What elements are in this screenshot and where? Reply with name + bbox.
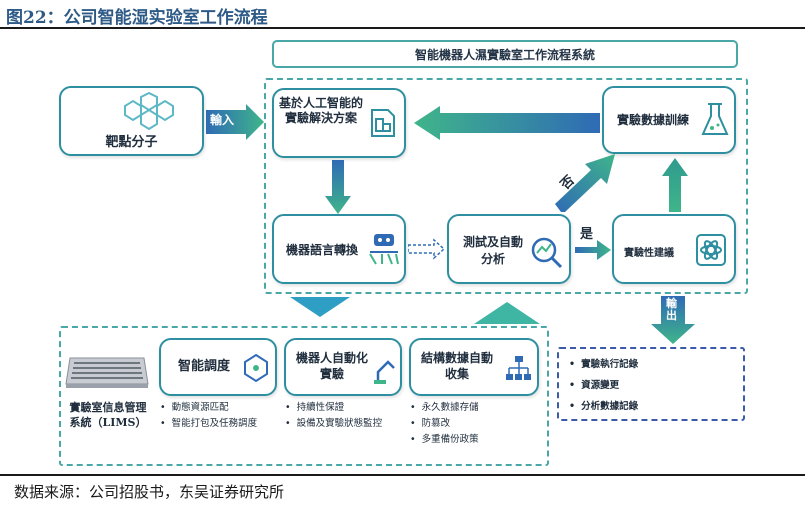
input-label: 輸入 — [210, 113, 235, 127]
data-training-label: 實驗數據訓練 — [616, 113, 689, 127]
bullet-item: 設備及實驗狀態監控 — [285, 416, 383, 432]
workflow-container — [264, 78, 748, 294]
down-arrow — [325, 160, 351, 214]
module-bullets: 永久數據存儲 防篡改 多重備份政策 — [410, 400, 479, 448]
module-title: 結構數據自動收集 — [420, 351, 493, 381]
dashed-arrow — [408, 238, 446, 260]
module-title: 智能調度 — [177, 359, 230, 374]
up-triangle — [474, 302, 540, 324]
module-robotics: 機器人自動化實驗 — [284, 338, 402, 396]
ai-plan-label: 基於人工智能的實驗解決方案 — [278, 96, 363, 125]
output-item: 分析數據記錄 — [569, 396, 638, 417]
lims-label: 實驗室信息管理系統（LIMS） — [69, 401, 147, 429]
molecule-label: 靶點分子 — [105, 135, 158, 150]
magnifier-chart-icon — [531, 237, 563, 269]
figure-title: 图22：公司智能湿实验室工作流程 — [6, 8, 268, 28]
yes-arrow — [575, 240, 611, 260]
suggestion-node: 實驗性建議 — [612, 214, 736, 284]
ai-plan-node: 基於人工智能的實驗解決方案 — [272, 88, 406, 158]
suggestion-label: 實驗性建議 — [624, 248, 674, 259]
up-arrow — [662, 158, 688, 212]
output-list: 實驗執行記錄 資源變更 分析數據記錄 — [569, 354, 638, 417]
output-arrow — [651, 296, 695, 344]
module-bullets: 動態資源匹配 智能打包及任務調度 — [160, 400, 258, 432]
lims-device-icon — [65, 357, 149, 388]
bottom-rule — [0, 474, 805, 476]
output-item: 資源變更 — [569, 375, 638, 396]
yes-label: 是 — [580, 227, 594, 242]
bullet-item: 永久數據存儲 — [410, 400, 479, 416]
robot-icon — [369, 234, 399, 265]
input-arrow — [206, 104, 264, 140]
module-data-collection: 結構數據自動收集 — [409, 338, 539, 396]
bullet-item: 防篡改 — [410, 416, 479, 432]
molecule-icon — [124, 92, 174, 131]
output-box: 實驗執行記錄 資源變更 分析數據記錄 — [557, 347, 745, 421]
document-icon — [371, 109, 395, 137]
data-training-node: 實驗數據訓練 — [602, 86, 736, 154]
bullet-item: 持續性保證 — [285, 400, 382, 416]
system-banner: 智能機器人濕實驗室工作流程系統 — [272, 40, 738, 68]
bullet-item: 智能打包及任務調度 — [160, 416, 258, 432]
module-title: 機器人自動化實驗 — [295, 351, 368, 381]
module-scheduling: 智能調度 — [159, 338, 277, 396]
test-analysis-node: 測試及自動分析 — [447, 214, 571, 284]
feedback-arrow — [414, 106, 600, 140]
lims-container — [59, 326, 549, 466]
no-arrow — [555, 154, 615, 212]
atom-icon — [696, 234, 726, 266]
down-triangle — [290, 297, 350, 317]
machine-language-label: 機器語言轉換 — [285, 243, 358, 257]
robot-arm-icon — [374, 360, 395, 384]
output-label: 輸出 — [666, 297, 677, 322]
source-note: 数据来源：公司招股书，东吴证券研究所 — [14, 483, 285, 501]
output-item: 實驗執行記錄 — [569, 354, 638, 375]
machine-language-node: 機器語言轉換 — [272, 214, 406, 284]
molecule-node: 靶點分子 — [59, 86, 204, 156]
network-icon — [244, 353, 268, 383]
flask-icon — [701, 103, 729, 135]
bullet-item: 動態資源匹配 — [160, 400, 257, 416]
top-rule — [0, 27, 805, 29]
test-analysis-label: 測試及自動分析 — [462, 235, 523, 266]
bullet-item: 多重備份政策 — [410, 432, 479, 448]
module-bullets: 持續性保證 設備及實驗狀態監控 — [285, 400, 383, 432]
hierarchy-icon — [506, 356, 531, 380]
